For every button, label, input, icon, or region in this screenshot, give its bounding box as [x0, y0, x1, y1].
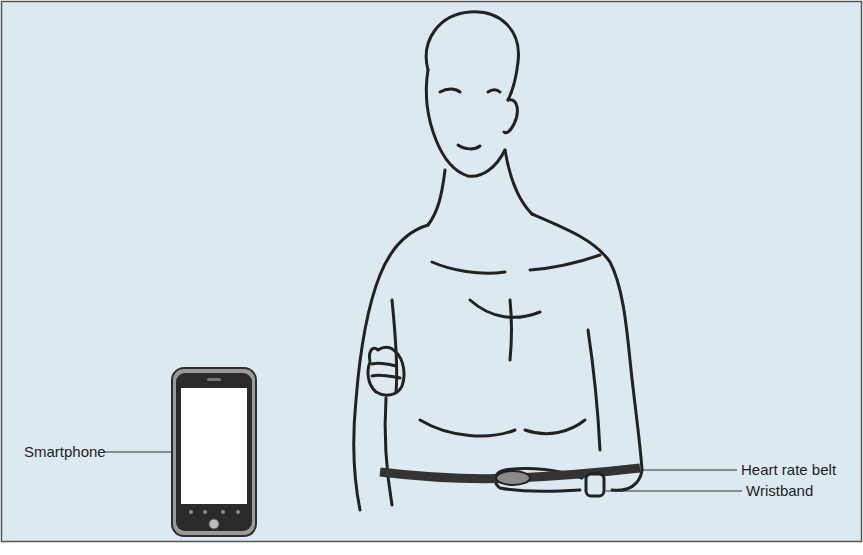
- left-arm: [354, 225, 428, 510]
- eye: [440, 89, 460, 92]
- leader-lines: [104, 452, 742, 491]
- ear: [504, 100, 517, 133]
- smartphone: [172, 368, 256, 536]
- finger: [372, 375, 400, 378]
- mouth: [458, 145, 480, 149]
- pectoral-line: [420, 420, 515, 436]
- collarbone: [432, 262, 505, 273]
- sternum: [510, 300, 512, 360]
- leader-line: [640, 469, 737, 470]
- phone-key: [236, 510, 240, 514]
- wristband-watch: [586, 474, 604, 496]
- forearm: [385, 398, 392, 505]
- frame: [2, 2, 862, 542]
- torso-side: [588, 330, 600, 450]
- fist: [368, 347, 404, 395]
- finger: [372, 363, 396, 366]
- phone-body: [172, 368, 256, 536]
- phone-key: [203, 510, 207, 514]
- part-label: Smartphone: [24, 443, 106, 461]
- phone-bezel: [176, 373, 252, 531]
- phone-speaker: [207, 378, 221, 381]
- pectoral: [470, 300, 540, 317]
- neck: [428, 170, 445, 225]
- leader-line: [606, 490, 742, 491]
- part-label: Heart rate belt: [741, 461, 836, 479]
- belt-sensor: [496, 471, 530, 485]
- face: [426, 70, 505, 176]
- part-label: Wristband: [746, 482, 813, 500]
- runner-figure: [354, 12, 642, 510]
- right-arm: [532, 214, 642, 470]
- leader-line: [104, 451, 172, 452]
- hair: [426, 12, 518, 100]
- neck: [505, 150, 532, 214]
- phone-key: [189, 510, 193, 514]
- phone-screen: [181, 388, 247, 504]
- eye: [488, 90, 500, 92]
- pectoral-line: [525, 420, 585, 434]
- phone-key: [221, 510, 225, 514]
- phone-button: [209, 519, 219, 529]
- collarbone: [530, 255, 600, 270]
